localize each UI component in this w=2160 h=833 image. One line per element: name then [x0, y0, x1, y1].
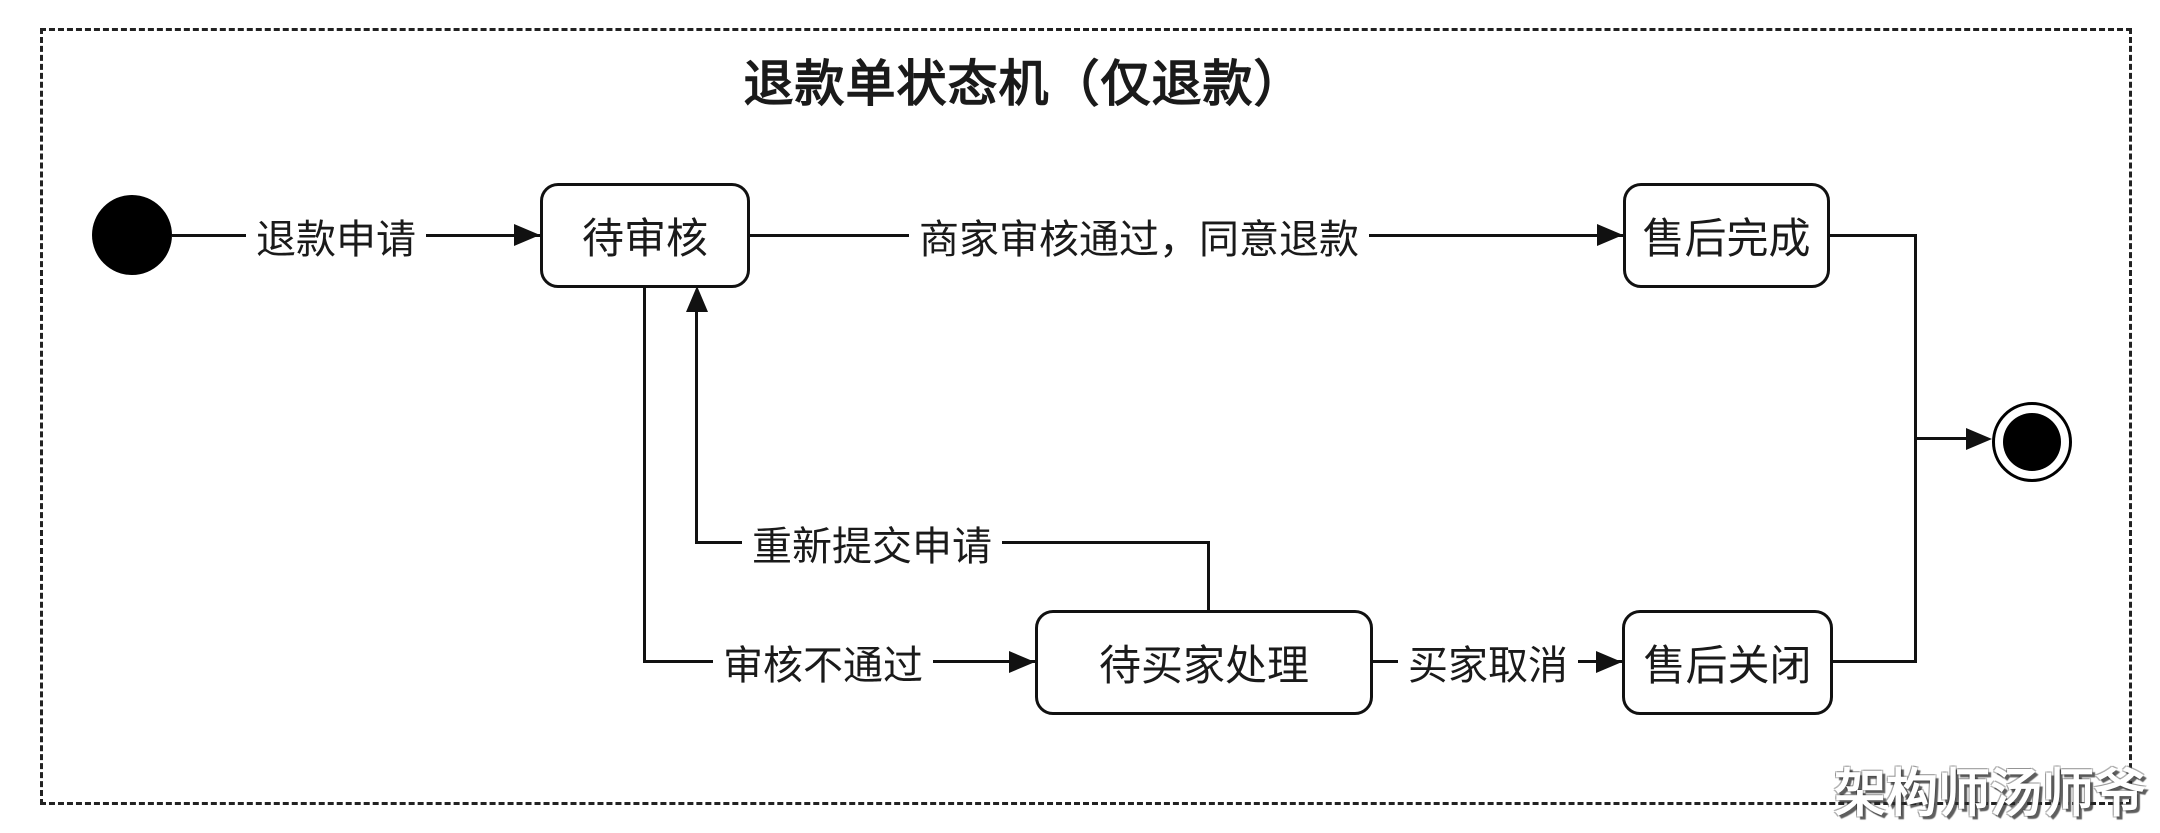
edge-resubmit-vline-right	[1207, 541, 1210, 610]
initial-state-node	[92, 195, 172, 275]
edge-complete-to-final-hline	[1824, 234, 1917, 237]
final-state-node	[1992, 402, 2072, 482]
diagram-dashed-border	[40, 28, 2132, 805]
edge-review-rejected-arrowhead	[1009, 651, 1035, 673]
edge-refund-request-label: 退款申请	[246, 205, 426, 267]
edge-buyer-cancel-arrowhead	[1596, 651, 1622, 673]
edge-final-entry-line	[1914, 437, 1970, 440]
state-after-sales-closed: 售后关闭	[1622, 610, 1833, 715]
watermark: 架构师汤师爷	[1833, 766, 2146, 824]
edge-resubmit-vline-left	[695, 310, 698, 544]
state-pending-review-label: 待审核	[581, 215, 708, 262]
diagram-title: 退款单状态机（仅退款）	[743, 56, 1305, 112]
edge-merchant-approved-arrowhead	[1597, 224, 1623, 246]
edge-resubmit-arrowhead	[686, 286, 708, 312]
state-after-sales-complete-label: 售后完成	[1642, 215, 1811, 262]
state-pending-buyer: 待买家处理	[1035, 610, 1373, 715]
edge-refund-request-arrowhead	[514, 224, 540, 246]
edge-resubmit-label: 重新提交申请	[742, 512, 1002, 574]
final-state-inner-dot	[2003, 413, 2061, 471]
state-after-sales-closed-label: 售后关闭	[1643, 642, 1812, 689]
state-after-sales-complete: 售后完成	[1623, 183, 1830, 288]
edge-merchant-approved-label: 商家审核通过，同意退款	[909, 205, 1369, 267]
edge-final-merge-vline	[1914, 234, 1917, 663]
edge-review-rejected-vline	[643, 282, 646, 663]
edge-buyer-cancel-label: 买家取消	[1398, 631, 1578, 693]
edge-review-rejected-label: 审核不通过	[713, 631, 933, 693]
state-pending-buyer-label: 待买家处理	[1098, 642, 1309, 689]
state-pending-review: 待审核	[540, 183, 750, 288]
edge-closed-to-final-hline	[1827, 660, 1917, 663]
edge-final-entry-arrowhead	[1966, 428, 1992, 450]
